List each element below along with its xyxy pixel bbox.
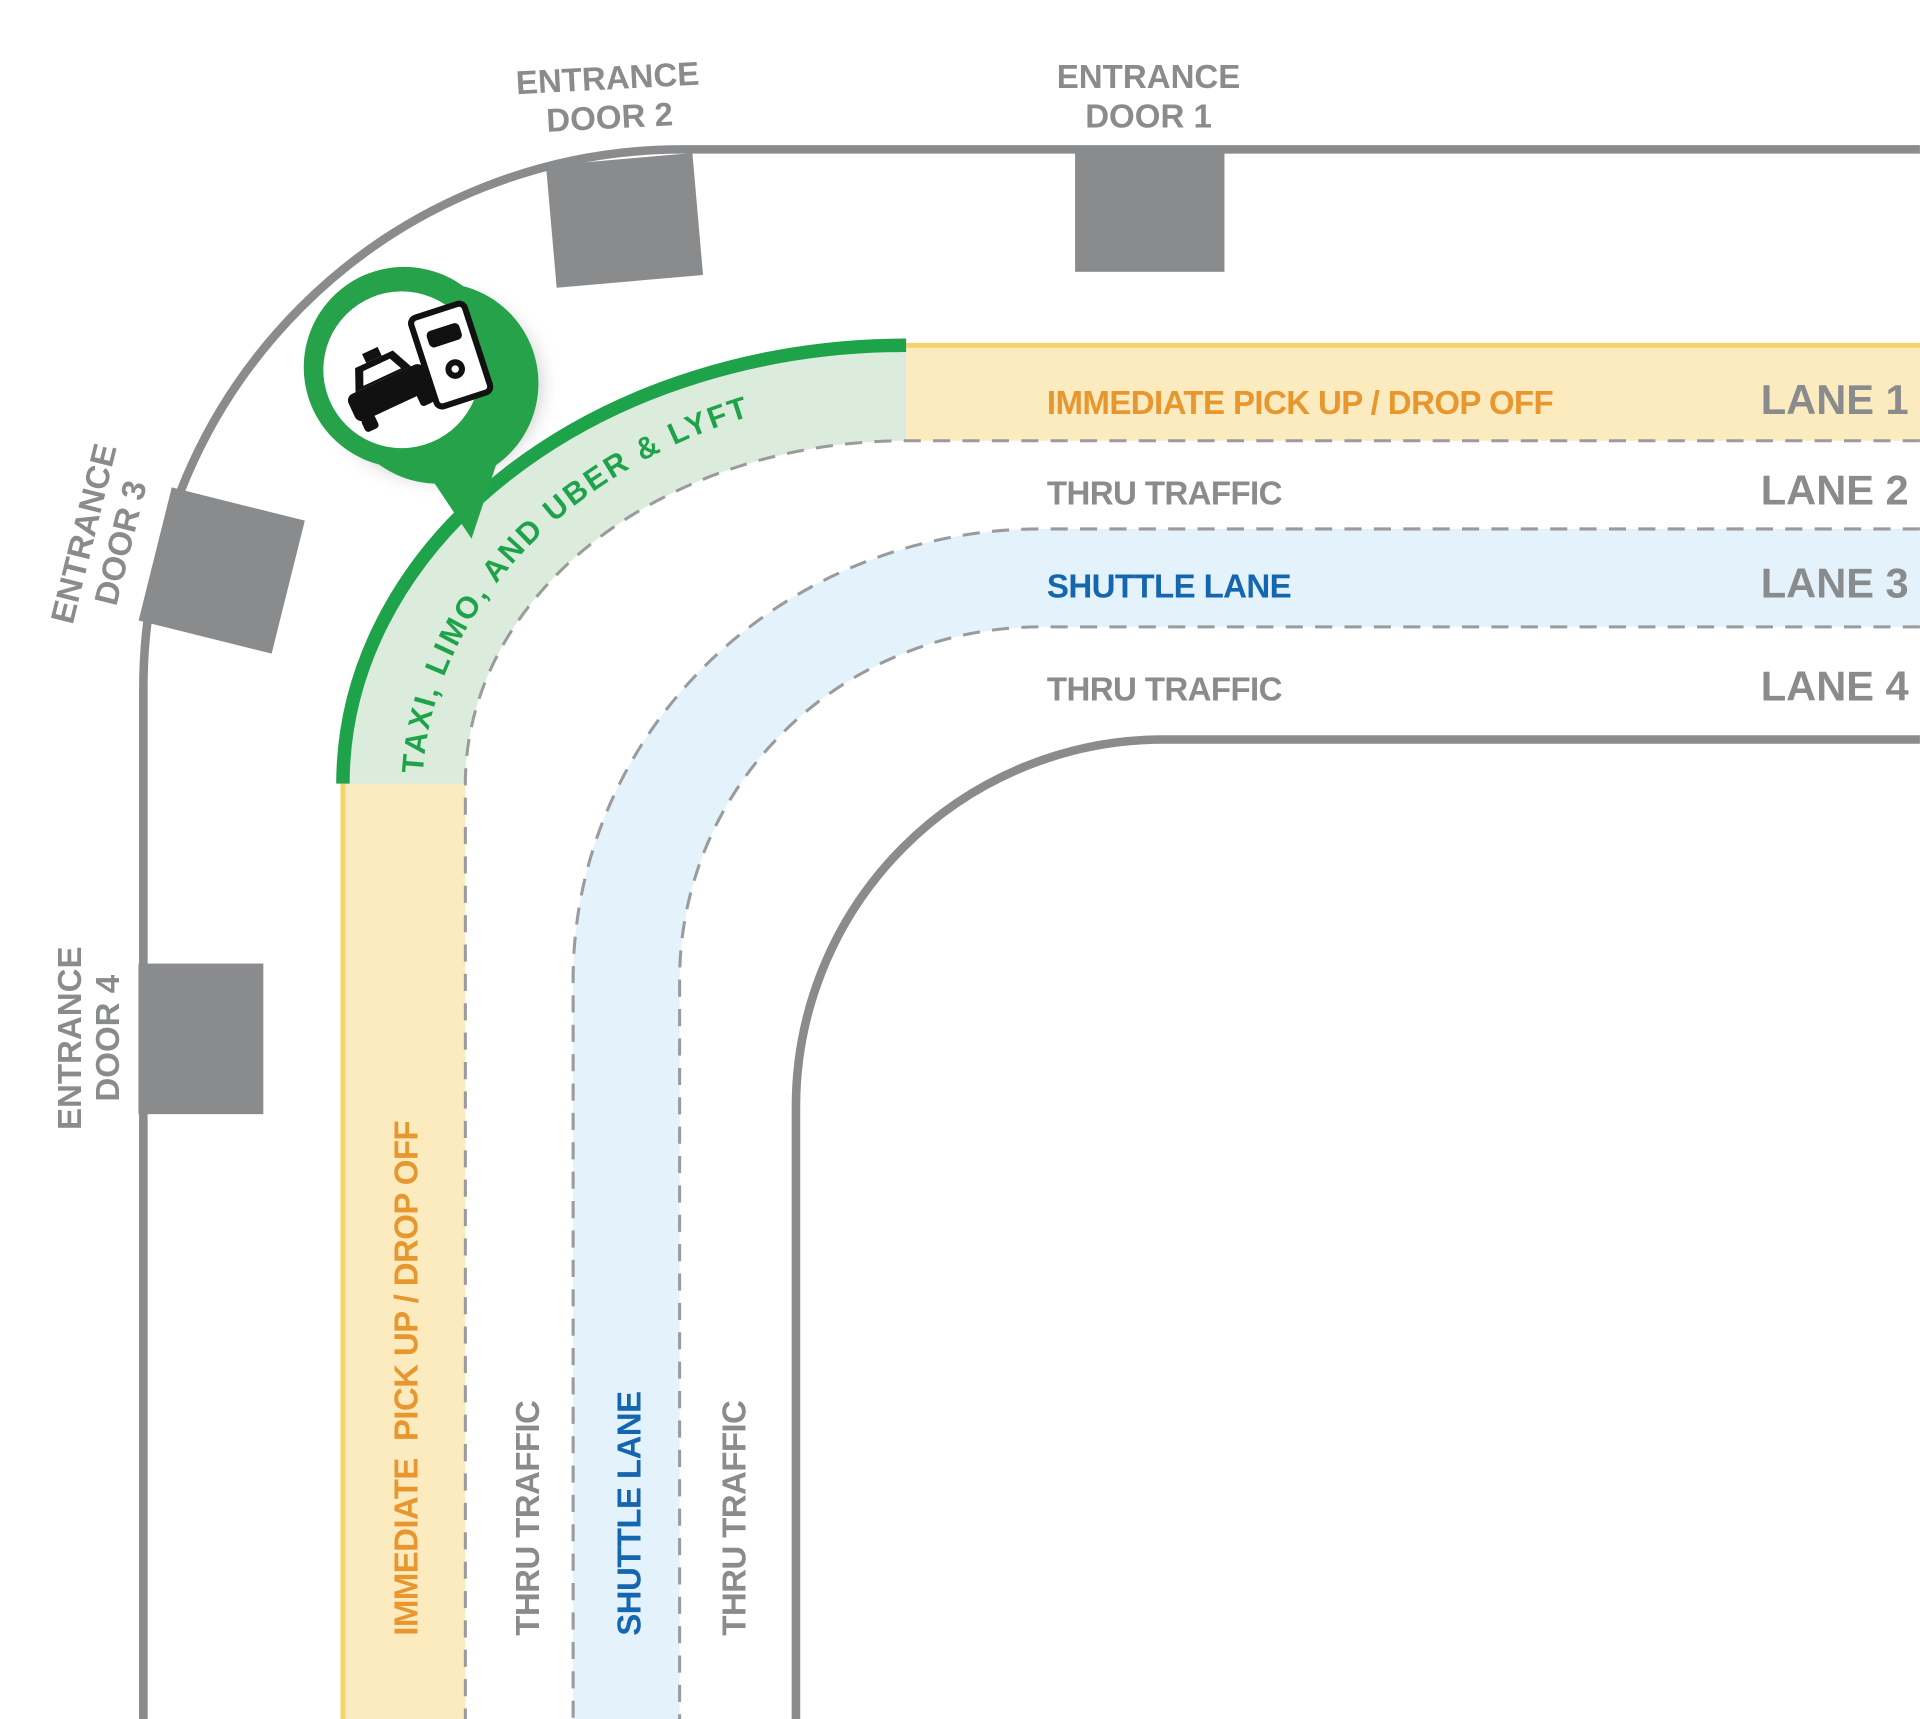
rideshare-zone <box>342 345 907 784</box>
door-4-label: ENTRANCE DOOR 4 <box>52 946 127 1130</box>
svg-text:DOOR 2: DOOR 2 <box>545 96 673 140</box>
svg-text:DOOR 1: DOOR 1 <box>1085 98 1212 135</box>
svg-text:ENTRANCE: ENTRANCE <box>515 56 700 103</box>
center-island-edge <box>791 735 1920 1719</box>
lane-3-vertical-label: SHUTTLE LANE <box>611 1392 648 1636</box>
lane-1-area <box>340 342 1920 1719</box>
lane-2-label: THRU TRAFFIC <box>1047 475 1282 512</box>
entrance-door-3[interactable] <box>138 487 305 654</box>
taxi-icon <box>347 346 435 432</box>
lane-1-vertical-label: IMMEDIATE PICK UP / DROP OFF <box>389 1121 426 1636</box>
entrance-door-1[interactable] <box>1075 149 1225 272</box>
lane-3-number: LANE 3 <box>1761 559 1909 606</box>
svg-text:ENTRANCE: ENTRANCE <box>52 946 89 1130</box>
entrance-door-4[interactable] <box>138 963 264 1115</box>
svg-text:ENTRANCE: ENTRANCE <box>1057 59 1241 96</box>
lane-4-vertical-label: THRU TRAFFIC <box>717 1401 754 1636</box>
lane-dividers <box>463 439 1920 1719</box>
taxi-and-phone-pin-icon[interactable] <box>303 266 539 539</box>
lane-3-label: SHUTTLE LANE <box>1047 568 1291 605</box>
lane-1-number: LANE 1 <box>1761 376 1909 423</box>
door-2-label: ENTRANCE DOOR 2 <box>515 56 700 140</box>
lane-2-vertical-label: THRU TRAFFIC <box>510 1401 547 1636</box>
rideshare-curb-line <box>336 338 907 784</box>
svg-text:DOOR 4: DOOR 4 <box>90 974 127 1101</box>
lane-4-number: LANE 4 <box>1761 662 1909 709</box>
entrance-door-2[interactable] <box>546 152 704 288</box>
lane-1-label: IMMEDIATE PICK UP / DROP OFF <box>1047 385 1553 422</box>
lane-4-label: THRU TRAFFIC <box>1047 671 1282 708</box>
door-1-label: ENTRANCE DOOR 1 <box>1057 59 1241 135</box>
phone-icon <box>408 300 494 410</box>
lane-2-number: LANE 2 <box>1761 466 1909 513</box>
